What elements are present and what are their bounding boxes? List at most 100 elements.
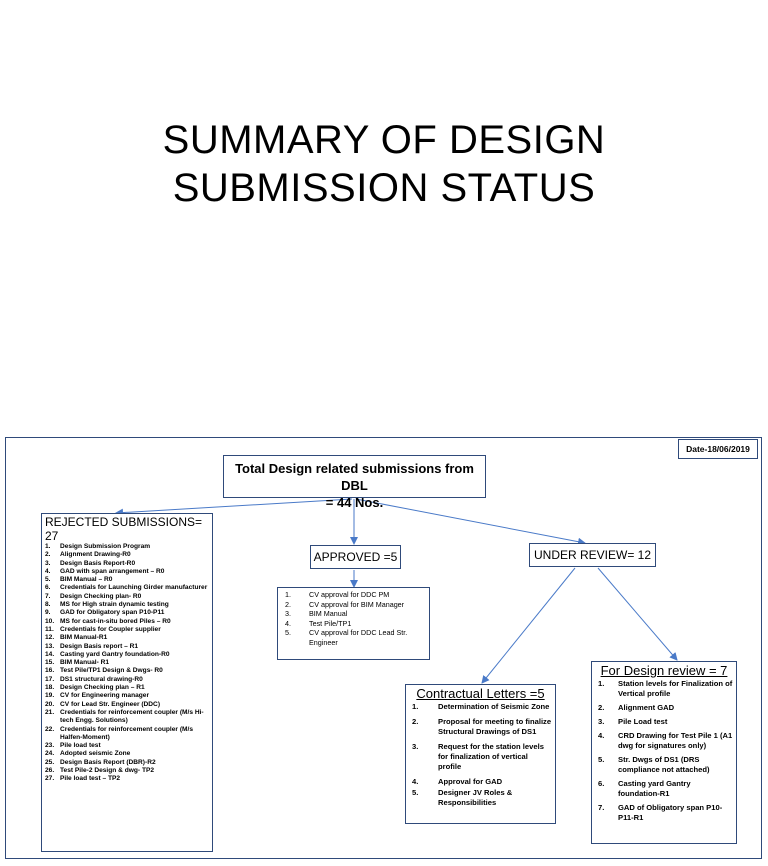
list-item: 25.Design Basis Report (DBR)-R2 <box>45 759 209 767</box>
list-item-number: 5. <box>412 788 419 797</box>
list-item-text: DS1 structural drawing-R0 <box>60 675 143 683</box>
list-item-number: 5. <box>45 576 51 584</box>
list-item-text: Casting yard Gantry foundation-R1 <box>618 779 691 798</box>
design-review-box: For Design review = 7 1.Station levels f… <box>591 661 737 844</box>
list-item-text: MS for High strain dynamic testing <box>60 601 169 609</box>
list-item-text: Determination of Seismic Zone <box>438 702 550 711</box>
title-line-1: SUMMARY OF DESIGN <box>162 118 606 162</box>
diagram-frame <box>5 437 762 859</box>
list-item: 1. CV approval for DDC PM <box>281 590 426 600</box>
under-review-header-box: UNDER REVIEW= 12 <box>529 543 656 567</box>
list-item: 17.DS1 structural drawing-R0 <box>45 676 209 684</box>
list-item-number: 4. <box>598 731 605 740</box>
list-item: 22.Credentials for reinforcement coupler… <box>45 726 209 743</box>
list-item-number: 11. <box>45 625 54 633</box>
list-item-text: Design Submission Program <box>60 543 151 550</box>
list-item-number: 13. <box>45 642 55 650</box>
list-item: 5.Str. Dwgs of DS1 (DRS compliance not a… <box>595 755 733 775</box>
list-item-number: 3. <box>598 717 605 726</box>
list-item: 7. Design Checking plan- R0 <box>45 593 209 601</box>
design-review-header: For Design review = 7 <box>600 663 728 678</box>
list-item: 8.MS for High strain dynamic testing <box>45 601 209 609</box>
list-item-number: 1. <box>285 590 291 599</box>
list-item-text: GAD for Obligatory span P10-P11 <box>60 609 165 617</box>
list-item-number: 4. <box>412 777 419 786</box>
list-item-number: 2. <box>598 703 605 712</box>
list-item-number: 3. <box>285 609 291 619</box>
list-item-number: 10. <box>45 617 55 625</box>
list-item-number: 24. <box>45 750 55 758</box>
list-item-text: Design Basis report – R1 <box>60 642 139 650</box>
list-item-number: 25. <box>45 758 55 766</box>
list-item-number: 23. <box>45 742 55 750</box>
total-line-2: = 44 Nos. <box>325 495 384 510</box>
list-item-text: Pile Load test <box>618 717 668 726</box>
list-item-text: Request for the station levels for final… <box>438 742 544 771</box>
list-item: 5. Designer JV Roles & Responsibilities <box>409 788 552 808</box>
list-item-text: Credentials for reinforcement coupler (M… <box>60 708 204 725</box>
list-item-number: 16. <box>45 667 55 675</box>
list-item-number: 6. <box>45 584 51 592</box>
list-item-number: 9. <box>45 609 51 617</box>
list-item: 4.Test Pile/TP1 <box>281 619 426 629</box>
under-review-header: UNDER REVIEW= 12 <box>533 548 652 562</box>
title-line-2: SUBMISSION STATUS <box>172 166 596 210</box>
list-item: 4. CRD Drawing for Test Pile 1 (A1 dwg fo… <box>595 731 733 751</box>
list-item: 26.Test Pile-2 Design & dwg- TP2 <box>45 767 209 775</box>
total-line-1: Total Design related submissions from DB… <box>235 461 474 493</box>
list-item-text: Designer JV Roles & Responsibilities <box>438 788 513 807</box>
arrow-to-contractual <box>481 567 576 684</box>
list-item-text: Test Pile/TP1 <box>309 618 352 628</box>
list-item-text: CV for Lead Str. Engineer (DDC) <box>60 700 161 708</box>
list-item-text: GAD with span arrangement – R0 <box>60 567 165 575</box>
list-item-number: 2. <box>45 551 51 559</box>
list-item-number: 1. <box>45 543 51 550</box>
list-item-number: 7. <box>45 592 51 600</box>
list-item-text: Test Pile/TP1 Design & Dwgs- R0 <box>60 667 163 675</box>
list-item-number: 18. <box>45 684 55 692</box>
list-item-number: 5. <box>598 755 605 764</box>
list-item: 20.CV for Lead Str. Engineer (DDC) <box>45 701 209 709</box>
list-item-text: MS for cast-in-situ bored Piles – R0 <box>60 617 171 625</box>
list-item-text: CRD Drawing for Test Pile 1 (A1 dwg for … <box>618 731 733 750</box>
list-item-text: Credentials for reinforcement coupler (M… <box>60 725 194 741</box>
list-item-text: Design Basis Report-R0 <box>60 559 136 567</box>
list-item: 7.GAD of Obligatory span P10-P11-R1 <box>595 803 733 823</box>
list-item-text: Approval for GAD <box>438 777 503 786</box>
list-item-text: CV approval for BIM Manager <box>309 599 405 609</box>
arrow-to-rejected <box>115 498 353 517</box>
list-item: 19.CV for Engineering manager <box>45 692 209 700</box>
list-item: 27.Pile load test – TP2 <box>45 775 209 783</box>
list-item: 12.BIM Manual-R1 <box>45 634 209 642</box>
list-item: 5. BIM Manual – R0 <box>45 576 209 584</box>
list-item: 18.Design Checking plan – R1 <box>45 684 209 692</box>
list-item-text: BIM Manual- R1 <box>60 659 110 667</box>
list-item-number: 3. <box>412 742 419 751</box>
list-item-number: 26. <box>45 767 55 775</box>
list-item-number: 4. <box>45 567 51 575</box>
list-item-number: 14. <box>45 650 55 658</box>
list-item: 2.Alignment Drawing-R0 <box>45 551 209 559</box>
arrow-to-under-review <box>355 498 586 546</box>
list-item-number: 21. <box>45 708 55 716</box>
list-item-number: 5. <box>285 628 291 638</box>
list-item-text: CV approval for DDC PM <box>309 590 390 599</box>
list-item: 6. Credentials for Launching Girder manuf… <box>45 584 209 592</box>
list-item-text: Design Checking plan- R0 <box>60 592 142 600</box>
list-item-text: CV for Engineering manager <box>60 692 150 700</box>
list-item-text: BIM Manual <box>309 609 348 619</box>
list-item-text: Credentials for Launching Girder manufac… <box>60 584 208 592</box>
list-item: 6.Casting yard Gantry foundation-R1 <box>595 779 733 799</box>
approved-header: APPROVED =5 <box>313 550 398 564</box>
list-item-number: 3. <box>45 559 51 567</box>
total-submissions-box: Total Design related submissions from DB… <box>223 455 486 510</box>
list-item: 1. Design Submission Program <box>45 543 209 551</box>
list-item: 2.Alignment GAD <box>595 703 733 713</box>
list-item: 16. Test Pile/TP1 Design & Dwgs- R0 <box>45 667 209 675</box>
list-item-text: BIM Manual – R0 <box>60 576 113 584</box>
list-item: 5.CV approval for DDC Lead Str. Engineer <box>281 628 426 647</box>
list-item-number: 15. <box>45 659 55 667</box>
list-item: 13. Design Basis report – R1 <box>45 643 209 651</box>
